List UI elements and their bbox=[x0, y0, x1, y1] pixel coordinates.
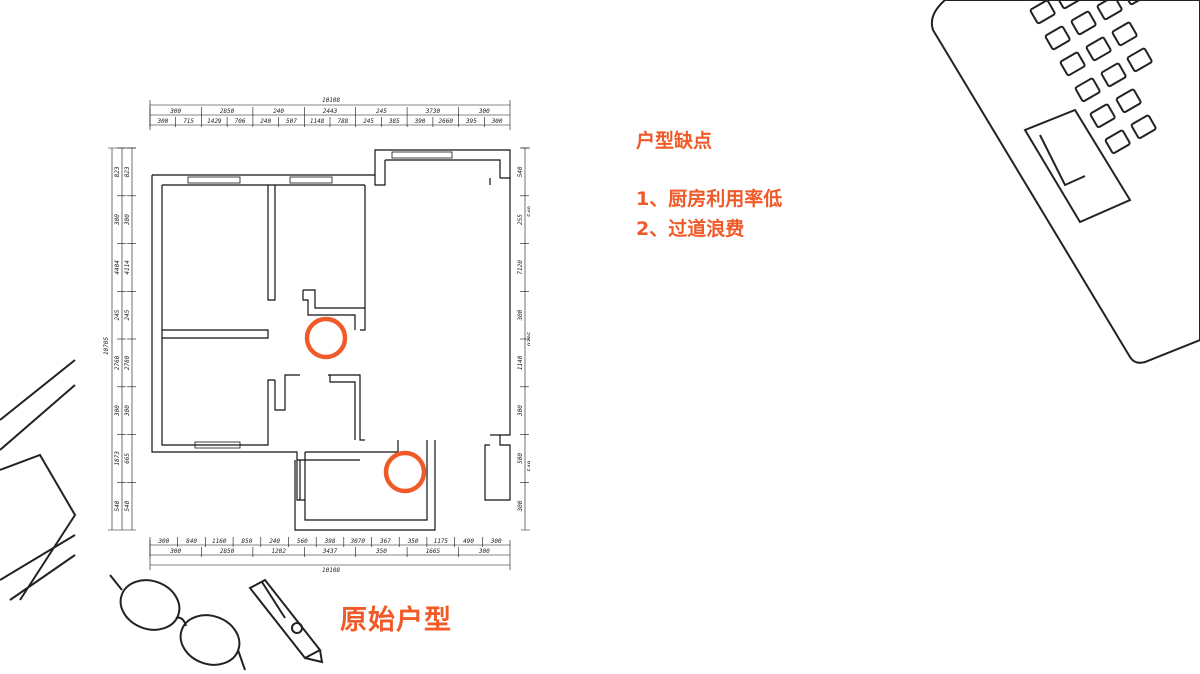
dim-label: 300 bbox=[517, 309, 524, 321]
dim-label: 2443 bbox=[323, 108, 338, 115]
dim-label: 3730 bbox=[425, 108, 441, 115]
dim-label: 560 bbox=[297, 538, 308, 545]
dim-label: 255 bbox=[517, 214, 524, 225]
dim-label: 1429 bbox=[207, 118, 222, 125]
dim-label: 1148 bbox=[310, 118, 325, 125]
dim-label: 350 bbox=[375, 548, 387, 555]
dim-label: 706 bbox=[235, 118, 246, 125]
dim-label: 300 bbox=[169, 108, 181, 115]
pen-icon bbox=[248, 578, 324, 664]
dim-label: 1160 bbox=[212, 538, 227, 545]
bottom-dimension-lines: 10108 bbox=[149, 540, 511, 574]
dim-label: 1202 bbox=[271, 548, 286, 555]
dim-label: 1175 bbox=[434, 538, 449, 545]
dim-label: 395 bbox=[465, 118, 477, 125]
dim-label: 507 bbox=[286, 118, 297, 125]
dim-label: 367 bbox=[379, 538, 391, 545]
dim-label: 3437 bbox=[322, 548, 338, 555]
defects-heading: 户型缺点 bbox=[636, 130, 713, 152]
dim-label: 240 bbox=[273, 108, 284, 115]
dim-label: 665 bbox=[124, 453, 131, 464]
dim-label: 1665 bbox=[426, 548, 441, 555]
kitchen-marker bbox=[383, 450, 427, 494]
dim-label: 300 bbox=[169, 548, 181, 555]
dim-top-overall: 10108 bbox=[322, 97, 340, 104]
dim-label: 300 bbox=[491, 118, 503, 125]
dim-label: 245 bbox=[363, 118, 374, 125]
dim-label: 350 bbox=[407, 538, 419, 545]
dim-label: 715 bbox=[183, 118, 194, 125]
dim-label: 850 bbox=[242, 538, 253, 545]
dim-label: 300 bbox=[517, 500, 524, 512]
dim-label: 490 bbox=[463, 538, 474, 545]
dim-label: 300 bbox=[478, 548, 490, 555]
dim-label: 2660 bbox=[439, 118, 454, 125]
defect-item: 1、厨房利用率低 bbox=[636, 188, 783, 210]
dim-label: 840 bbox=[186, 538, 197, 545]
corridor-marker bbox=[304, 316, 348, 360]
dim-label: 390 bbox=[414, 118, 426, 125]
dim-label: 540 bbox=[527, 460, 530, 471]
dim-label: 823 bbox=[124, 166, 131, 177]
dim-label: 300 bbox=[517, 405, 524, 417]
dim-bottom-overall: 10108 bbox=[322, 567, 340, 574]
dim-label: 540 bbox=[527, 206, 530, 217]
dim-label: 540 bbox=[114, 500, 121, 511]
dim-label: 2850 bbox=[220, 548, 235, 555]
dim-label: 398 bbox=[324, 538, 336, 545]
dim-label: 245 bbox=[124, 309, 131, 320]
dim-label: 240 bbox=[269, 538, 280, 545]
dim-label: 540 bbox=[124, 500, 131, 511]
dim-label: 240 bbox=[260, 118, 271, 125]
dim-label: 540 bbox=[517, 166, 524, 177]
dim-label: 1140 bbox=[517, 355, 524, 370]
plan-title: 原始户型 bbox=[340, 605, 452, 636]
dim-label: 1873 bbox=[114, 451, 121, 466]
dim-left-overall: 10705 bbox=[103, 337, 110, 355]
dim-label: 4114 bbox=[124, 260, 131, 275]
dim-label: 7120 bbox=[517, 260, 524, 275]
dim-label: 3070 bbox=[350, 538, 366, 545]
dim-label: 300 bbox=[114, 214, 121, 226]
dim-label: 4404 bbox=[114, 260, 121, 275]
dim-label: 500 bbox=[517, 453, 524, 464]
dim-label: 823 bbox=[114, 166, 121, 177]
dim-label: 245 bbox=[114, 309, 121, 320]
keyboard-icon bbox=[930, 0, 1200, 364]
dim-label: 300 bbox=[157, 118, 169, 125]
walls bbox=[151, 149, 511, 531]
defect-item: 2、过道浪费 bbox=[636, 218, 745, 240]
dim-label: 300 bbox=[157, 538, 169, 545]
notebook-icon bbox=[0, 359, 77, 601]
dim-label: 300 bbox=[124, 405, 131, 417]
dim-label: 300 bbox=[490, 538, 502, 545]
glasses-icon bbox=[109, 574, 246, 671]
dim-label: 2760 bbox=[114, 355, 121, 370]
floor-plan: 10108 10108 10705 10705 3002850240244324… bbox=[103, 97, 530, 574]
windows bbox=[187, 151, 453, 449]
dim-label: 245 bbox=[376, 108, 387, 115]
defects-panel: 户型缺点 1、厨房利用率低 2、过道浪费 bbox=[636, 126, 782, 244]
dim-label: 300 bbox=[124, 214, 131, 226]
dim-label: 2780 bbox=[124, 355, 131, 370]
dim-label: 385 bbox=[388, 118, 400, 125]
dim-label: 300 bbox=[478, 108, 490, 115]
dim-label: 300 bbox=[114, 405, 121, 417]
dim-label: 788 bbox=[338, 118, 349, 125]
dim-label: 2850 bbox=[220, 108, 235, 115]
